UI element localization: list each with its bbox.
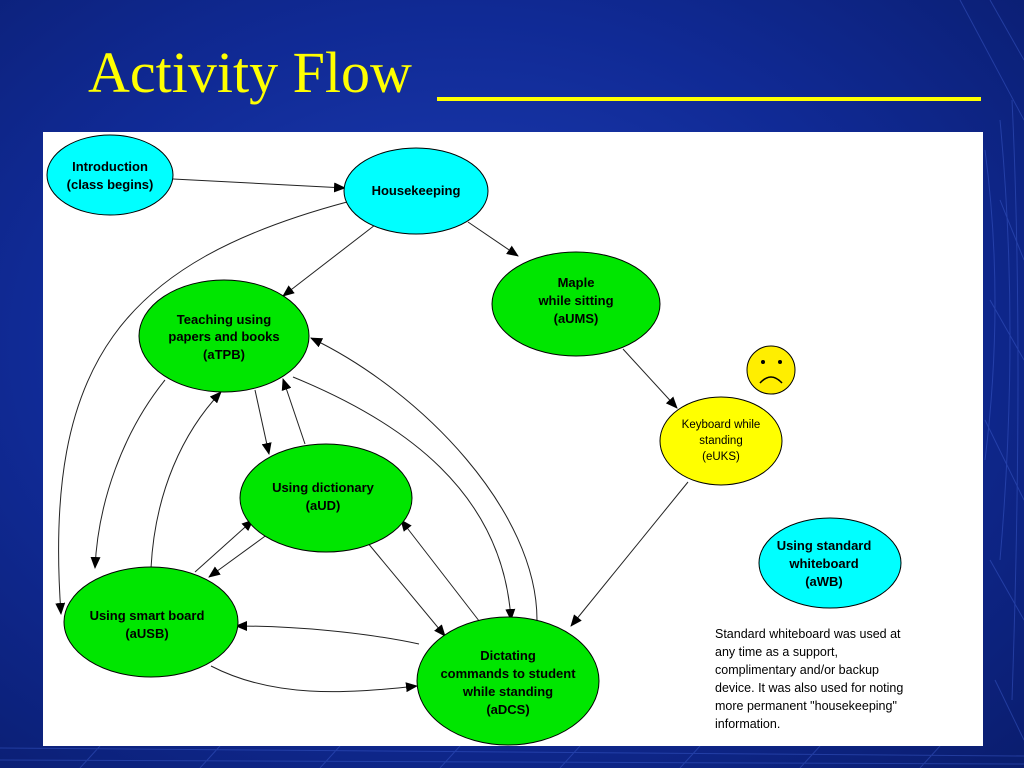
title-underline (437, 97, 981, 101)
node-housekeeping: Housekeeping (343, 147, 489, 235)
note-line: Standard whiteboard was used at (715, 627, 901, 641)
note-line: any time as a support, (715, 645, 838, 659)
edge-housekeeping-to-maple (467, 221, 519, 257)
node-using-dictionary: Using dictionary(aUD) (239, 443, 413, 553)
edge-dictating-to-dictionary (400, 519, 484, 627)
edge-smartboard-to-dictating (210, 665, 418, 693)
node-introduction: Introduction(class begins) (46, 134, 174, 216)
edge-teaching-to-smartboard (90, 379, 166, 569)
svg-text:Using smart board(aUSB): Using smart board(aUSB) (90, 608, 205, 641)
note-line: complimentary and/or backup (715, 663, 879, 677)
edges (55, 178, 689, 693)
svg-text:Using dictionary(aUD): Using dictionary(aUD) (272, 480, 375, 513)
edge-dictating-to-teaching (310, 337, 538, 621)
edge-housekeeping-to-smartboard (55, 201, 348, 615)
activity-flow-diagram: Introduction(class begins) Housekeeping … (46, 134, 902, 746)
svg-text:Housekeeping: Housekeeping (372, 183, 461, 198)
edge-dictionary-to-dictating (366, 541, 446, 637)
whiteboard-note: Standard whiteboard was used at any time… (715, 625, 965, 733)
sad-face-icon (746, 345, 796, 395)
edge-dictionary-to-smartboard (208, 533, 269, 578)
note-line: device. It was also used for noting (715, 681, 904, 695)
edge-intro-to-housekeeping (172, 178, 346, 193)
edge-teaching-to-dictating (292, 376, 516, 621)
edge-smartboard-to-teaching (150, 391, 222, 569)
note-line: information. (715, 717, 781, 731)
edge-housekeeping-to-teaching (282, 224, 376, 297)
note-line: more permanent "housekeeping" (715, 699, 897, 713)
edge-dictating-to-smartboard (235, 621, 420, 645)
diagram-canvas: Introduction(class begins) Housekeeping … (43, 132, 983, 746)
slide-title: Activity Flow (88, 40, 412, 105)
node-using-smart-board: Using smart board(aUSB) (63, 566, 239, 678)
svg-text:Introduction(class begins): Introduction(class begins) (67, 159, 154, 192)
edge-maple-to-keyboard (622, 348, 678, 409)
edge-keyboard-to-dictating (570, 481, 689, 627)
edge-dictionary-to-teaching (281, 378, 306, 445)
edge-teaching-to-dictionary (254, 389, 272, 455)
edge-smartboard-to-dictionary (194, 519, 254, 573)
